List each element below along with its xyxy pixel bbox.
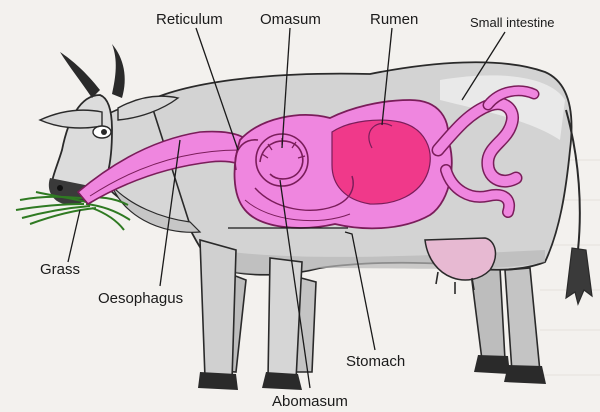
label-reticulum: Reticulum <box>156 11 223 28</box>
label-small-intestine: Small intestine <box>470 15 555 30</box>
label-rumen: Rumen <box>370 11 418 28</box>
label-grass: Grass <box>40 261 80 278</box>
label-omasum: Omasum <box>260 11 321 28</box>
label-stomach: Stomach <box>346 353 405 370</box>
label-oesophagus: Oesophagus <box>98 290 183 307</box>
grass-bunch <box>16 192 130 230</box>
label-abomasum: Abomasum <box>272 393 348 410</box>
